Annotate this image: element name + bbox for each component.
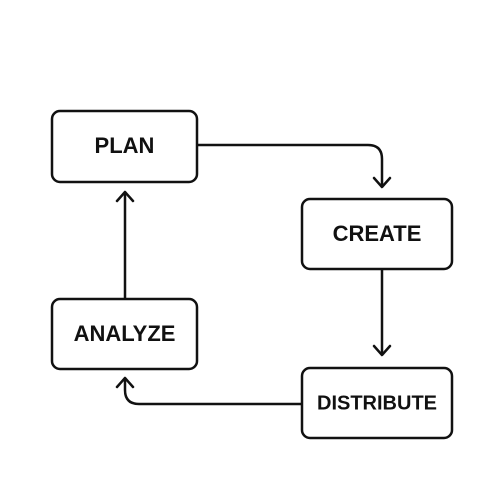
node-distribute-label: DISTRIBUTE xyxy=(317,392,437,414)
node-create-label: CREATE xyxy=(333,221,422,246)
node-distribute: DISTRIBUTE xyxy=(300,366,454,440)
node-plan: PLAN xyxy=(50,109,199,184)
edge-plan-to-create xyxy=(195,143,392,189)
edge-create-to-distribute xyxy=(372,268,392,357)
node-analyze-label: ANALYZE xyxy=(74,321,176,346)
node-analyze: ANALYZE xyxy=(50,297,199,371)
edge-distribute-to-analyze xyxy=(115,376,304,406)
node-plan-label: PLAN xyxy=(95,133,155,158)
node-create: CREATE xyxy=(300,197,454,271)
edge-analyze-to-plan xyxy=(115,190,135,300)
